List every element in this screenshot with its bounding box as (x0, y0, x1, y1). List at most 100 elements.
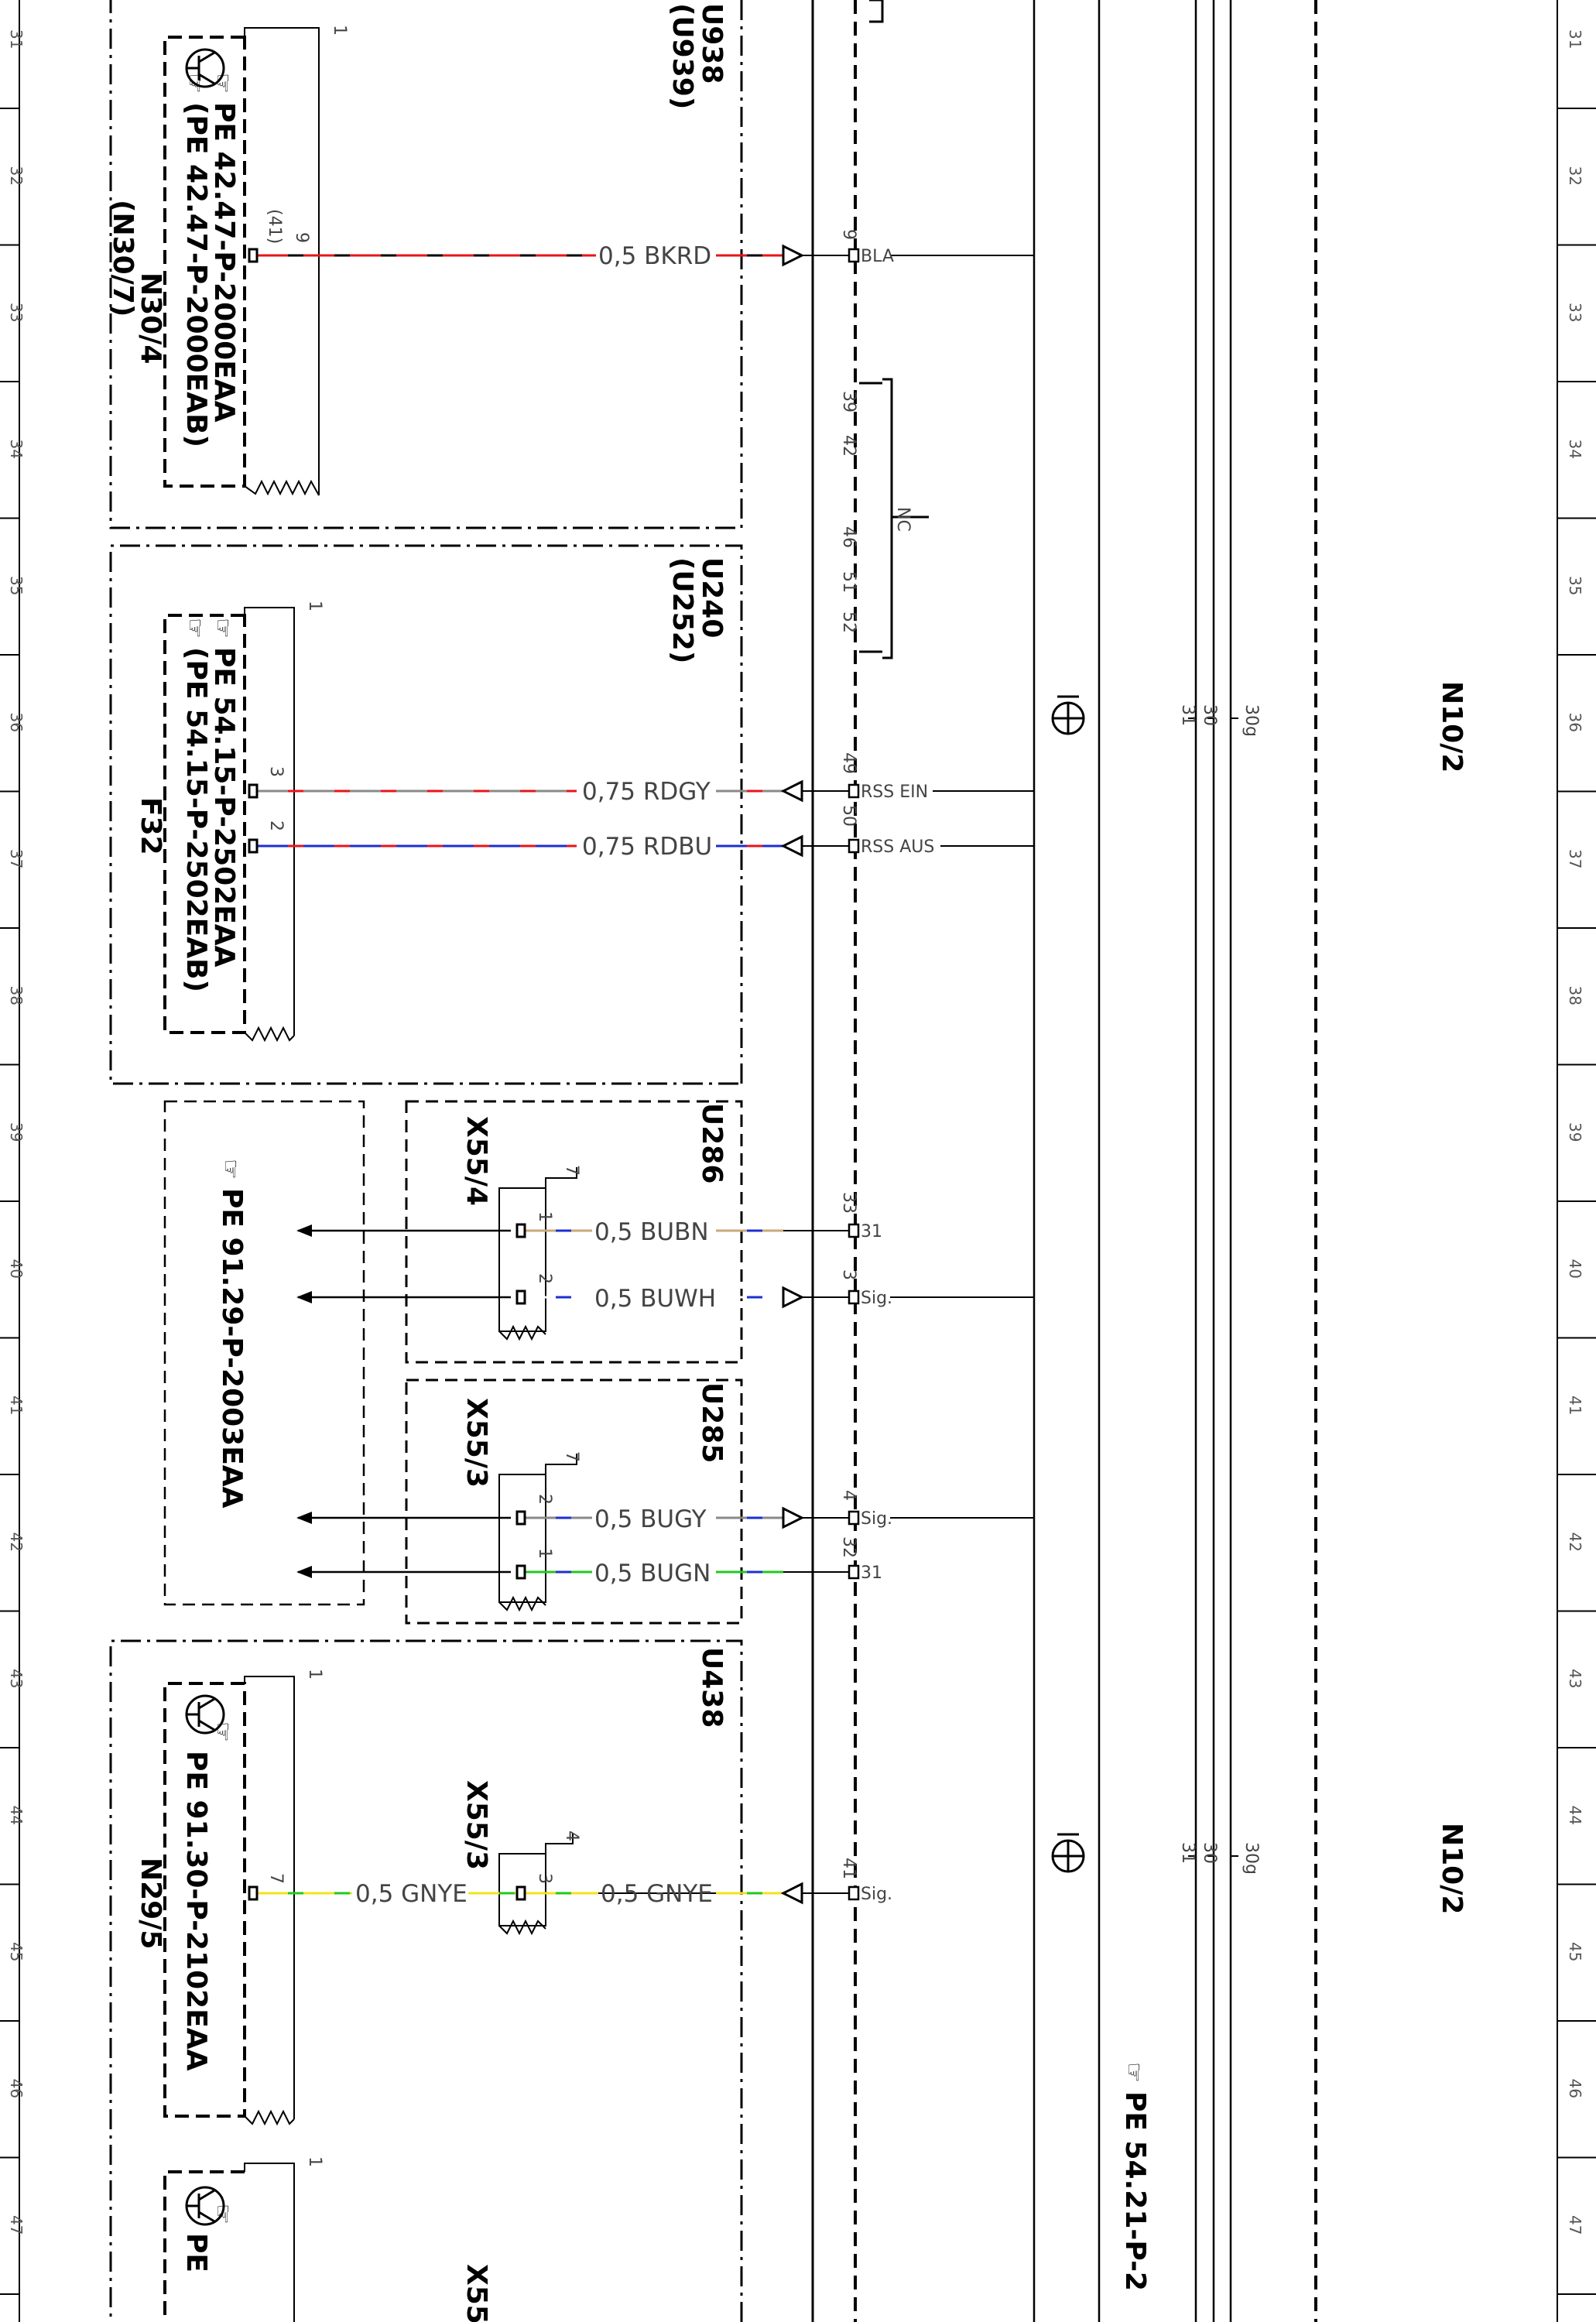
grid-number: 31 (1566, 29, 1584, 49)
doc-ref-5: PE 91.29-P-2003EAA (216, 1188, 248, 1509)
signal-label: Sig. (861, 1289, 892, 1308)
text-layer: U938 (U939) U240 (U252) U286 U285 U438 N… (107, 3, 1468, 2322)
ground-icon (1051, 695, 1085, 735)
transistor-icon (185, 48, 225, 88)
pin-number: 1 (535, 1211, 554, 1222)
ground-icon (1051, 1833, 1085, 1873)
pin-number: 46 (839, 526, 858, 548)
module-box-n29 (163, 1682, 246, 2118)
pin-number: 1 (305, 2156, 324, 2167)
grid-number: 41 (1566, 1396, 1584, 1415)
pin-number: 1 (305, 1669, 324, 1680)
hand-pointer-icon: ☞ (209, 1721, 236, 1742)
pin-number: 52 (839, 611, 858, 633)
in-triangle (780, 1882, 803, 1905)
signal-label: RSS EIN (861, 783, 928, 802)
lead-lines (244, 27, 320, 2322)
out-triangle (782, 1506, 805, 1529)
zone-label-u938: U938 (696, 3, 728, 84)
module-pin-boxes (248, 248, 526, 1901)
connector-label-x55: X55 (461, 2264, 492, 2322)
transistor-icon (185, 1694, 225, 1735)
grid-number: 32 (7, 166, 26, 186)
bus-stubs (1188, 717, 1238, 1857)
grid-number: 35 (7, 576, 26, 595)
pin-number: 1 (305, 601, 324, 611)
module-label-n10-2-b: N10/2 (1436, 1823, 1468, 1914)
wire-label: 0,5 GNYE (355, 1880, 467, 1908)
doc-ref-1: PE 42.47-P-2000EAA (208, 102, 240, 423)
pin-number: 33 (839, 1192, 858, 1214)
pin-number: 41 (839, 1858, 858, 1879)
signal-label: BLA (861, 247, 894, 266)
grid-number: 42 (1566, 1533, 1584, 1552)
grid-number: 39 (1566, 1122, 1584, 1142)
grid-number: 31 (7, 29, 26, 49)
doc-ref-6: PE 91.30-P-2102EAA (180, 1751, 212, 2071)
signal-label: Sig. (861, 1885, 892, 1904)
hand-pointer-icon: ☞ (209, 2204, 236, 2224)
signal-label: Sig. (861, 1509, 892, 1529)
grid-number: 36 (1566, 713, 1584, 732)
pin-number: 2 (535, 1273, 554, 1284)
out-triangle (782, 244, 805, 267)
wire-label: 0,5 BUGY (594, 1505, 707, 1533)
bus-label: 30 (1200, 1842, 1219, 1864)
pin-number: 9 (292, 232, 311, 243)
module-label-n30-7: (N30/7) (107, 200, 139, 317)
signal-label-nc: NC (893, 507, 913, 532)
grid-number: 46 (1566, 2079, 1584, 2098)
bus-pin (848, 1289, 860, 1305)
zone-label-u286: U286 (696, 1103, 728, 1183)
bus-pin (848, 248, 860, 263)
zone-label-u252: (U252) (666, 557, 698, 663)
signal-continuations (890, 255, 1034, 1519)
grid-number: 45 (7, 1942, 26, 1961)
hand-pointer-icon: ☞ (181, 73, 208, 94)
grid-number: 38 (7, 986, 26, 1005)
grid-frame (19, 0, 1558, 2322)
doc-ref-2: (PE 42.47-P-2000EAB) (180, 102, 212, 447)
grid-number: 44 (1566, 1806, 1584, 1825)
wire-bases (257, 254, 851, 1895)
grid-number: 43 (7, 1669, 26, 1688)
grid-number: 43 (1566, 1669, 1584, 1688)
grid-number: 45 (1566, 1942, 1584, 1961)
doc-ref-4: (PE 54.15-P-2502EAB) (180, 647, 212, 992)
pin-number: 7 (266, 1873, 286, 1884)
pin-number: 3 (535, 1873, 554, 1884)
bus-label: 31 (1178, 1842, 1197, 1864)
hand-pointer-icon: ☞ (209, 618, 236, 639)
pin-number: 4 (562, 1831, 581, 1841)
grid-number: 47 (7, 2215, 26, 2235)
pin-number: 32 (839, 1536, 858, 1558)
doc-ref-8: PE (180, 2233, 212, 2272)
module-box-f32 (163, 614, 246, 1034)
pin-number: 3 (839, 1269, 858, 1280)
pin-number: 39 (839, 391, 858, 413)
grid-number: 37 (7, 849, 26, 868)
pin-number: 9 (839, 229, 858, 240)
grid-number: 37 (1566, 849, 1584, 868)
zone-u285 (405, 1378, 743, 1625)
bus-pin (848, 783, 860, 799)
hand-pointer-icon: ☞ (1120, 2062, 1147, 2083)
grid-number: 34 (7, 440, 26, 459)
grid-number: 34 (1566, 440, 1584, 459)
module-label-n10-2-a: N10/2 (1436, 681, 1468, 772)
pin-number: 4 (839, 1490, 858, 1501)
wire-label: 0,5 BKRD (598, 242, 711, 270)
grid-number: 39 (7, 1122, 26, 1142)
zone-u438 (109, 1639, 743, 2322)
doc-ref-7: PE 54.21-P-2 (1119, 2091, 1151, 2291)
bus-pin (848, 1564, 860, 1580)
bus-pin (848, 1510, 860, 1526)
bus-label: 31 (1178, 704, 1197, 726)
pin-number: 50 (839, 805, 858, 827)
bus-pin-markers (848, 248, 860, 1901)
connector-label-x55-4: X55/4 (461, 1116, 492, 1206)
connector-label-x55-3b: X55/3 (461, 1780, 492, 1870)
pin-number: 7 (562, 1165, 581, 1176)
connector-boxes (163, 1100, 743, 1625)
